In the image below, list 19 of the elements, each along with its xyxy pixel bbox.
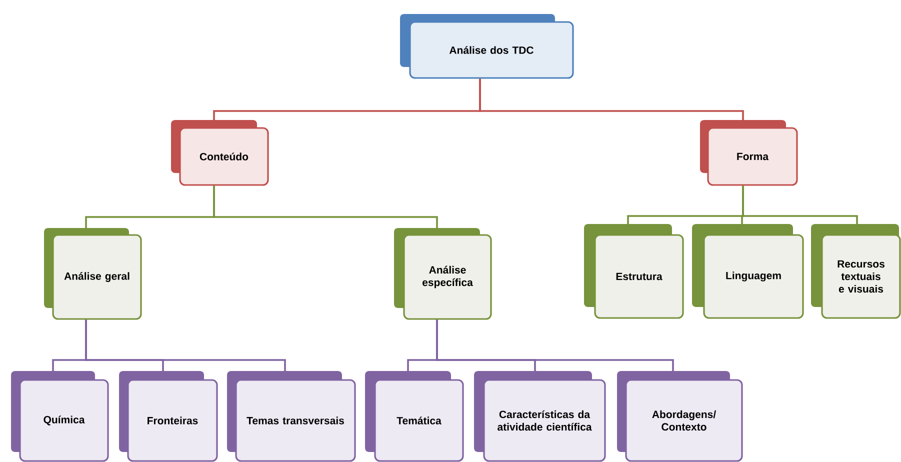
connector	[479, 78, 744, 120]
box: Análise dos TDC	[400, 14, 574, 79]
box: Linguagem	[692, 224, 804, 319]
box: Conteúdo	[171, 120, 269, 186]
box: Temática	[365, 371, 464, 462]
box: Fronteiras	[119, 371, 218, 462]
box: Estrutura	[584, 224, 684, 319]
box: Recursos textuais e visuais	[811, 224, 901, 319]
connector	[742, 186, 858, 224]
connector	[85, 320, 286, 371]
box: Temas transversais	[227, 371, 356, 462]
box: Análise específica	[394, 228, 492, 320]
box: Forma	[700, 120, 798, 186]
connector	[436, 320, 674, 371]
connector	[213, 186, 438, 228]
box: Análise geral	[44, 228, 142, 320]
box: Características da atividade científica	[474, 371, 606, 462]
box: Química	[11, 371, 109, 462]
box: Abordagens/ Contexto	[617, 371, 743, 462]
